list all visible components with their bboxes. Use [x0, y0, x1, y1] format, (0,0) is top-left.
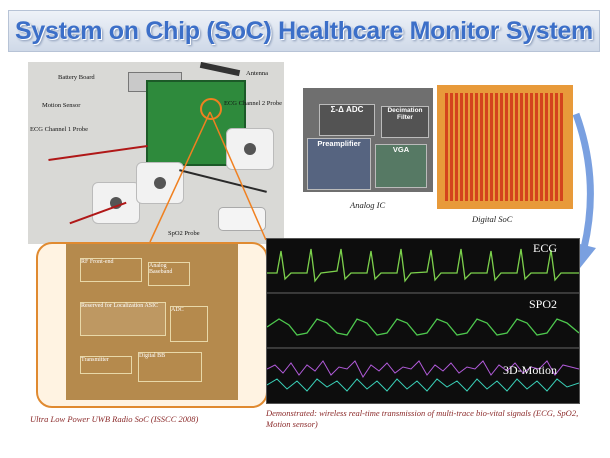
adc-block: ADC: [170, 306, 208, 342]
transmitter-label: Transmitter: [81, 357, 109, 363]
rf-frontend-label: RF Front-end: [81, 259, 114, 265]
ecg-electrode-pad: [136, 162, 184, 204]
reserved-block: Reserved for Localization ASIC: [80, 302, 166, 336]
adc-block: Σ-Δ ADC: [319, 104, 375, 136]
title-banner: System on Chip (SoC) Healthcare Monitor …: [8, 10, 600, 52]
vga-block: VGA: [375, 144, 427, 188]
digital-soc-caption: Digital SoC: [472, 214, 513, 224]
slide-title: System on Chip (SoC) Healthcare Monitor …: [15, 16, 593, 45]
decimation-block-label: Decimation Filter: [387, 107, 423, 121]
digital-bb-block: Digital BB: [138, 352, 202, 382]
spo2-probe: [218, 207, 266, 231]
preamp-block: Preamplifier: [307, 138, 371, 190]
digital-bb-label: Digital BB: [139, 353, 166, 359]
analog-ic-caption: Analog IC: [350, 200, 386, 210]
reserved-label: Reserved for Localization ASIC: [81, 303, 159, 309]
hardware-photo: Battery Board Antenna Motion Sensor ECG …: [28, 62, 284, 244]
uwb-caption: Ultra Low Power UWB Radio SoC (ISSCC 200…: [30, 414, 199, 424]
vga-block-label: VGA: [392, 145, 410, 154]
transmitter-block: Transmitter: [80, 356, 132, 374]
antenna-label: Antenna: [246, 70, 269, 77]
motion-sensor-label: Motion Sensor: [42, 102, 81, 109]
highlight-circle: [200, 98, 222, 120]
ecg2-label: ECG Channel 2 Probe: [224, 100, 282, 107]
adc-label: ADC: [171, 307, 184, 313]
preamp-block-label: Preamplifier: [317, 139, 361, 148]
analog-baseband-label: Analog Baseband: [149, 263, 173, 275]
waveform-display: ECG SPO2 3D-Motion: [266, 238, 580, 404]
ecg-trace-label: ECG: [533, 241, 557, 255]
ecg1-label: ECG Channel 1 Probe: [30, 126, 88, 133]
uwb-chip-die: RF Front-end Analog Baseband Reserved fo…: [66, 244, 238, 400]
waveform-caption: Demonstrated: wireless real-time transmi…: [266, 408, 579, 429]
battery-label: Battery Board: [58, 74, 95, 81]
motion-trace-label: 3D-Motion: [503, 363, 557, 377]
spo2-label: SpO2 Probe: [168, 230, 200, 237]
digital-soc-die: [437, 85, 573, 209]
decimation-block: Decimation Filter: [381, 106, 429, 138]
adc-block-label: Σ-Δ ADC: [330, 105, 364, 114]
analog-ic-die: Σ-Δ ADC Decimation Filter Preamplifier V…: [303, 88, 433, 192]
rf-frontend-block: RF Front-end: [80, 258, 142, 282]
spo2-trace-label: SPO2: [529, 297, 558, 311]
analog-baseband-block: Analog Baseband: [148, 262, 190, 286]
waveform-traces: [267, 239, 579, 403]
